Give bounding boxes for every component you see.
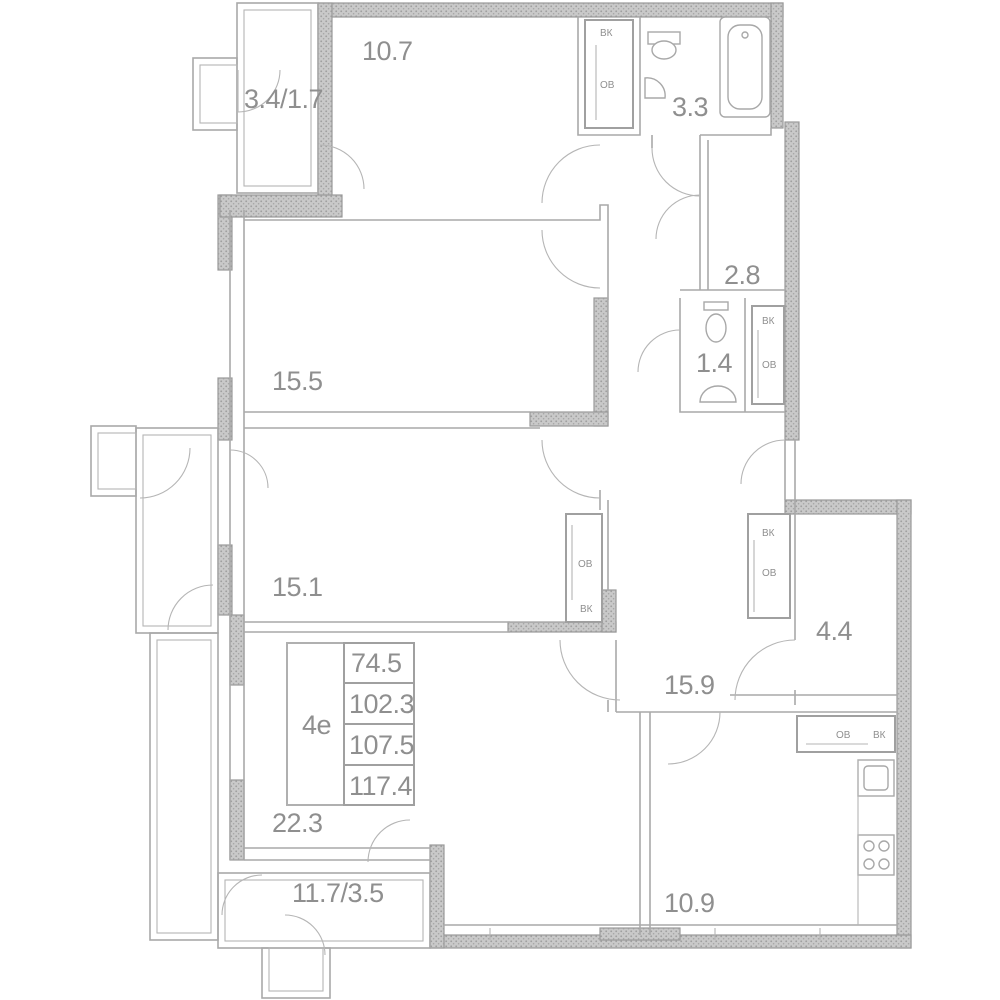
riser-kitchen: ОВ ВК [796,715,896,753]
area-with-loggia-full: 117.4 [349,771,413,801]
bedroom-1-area: 15.5 [272,366,323,396]
doors [139,69,796,956]
room-labels: 10.7 3.4/1.7 3.3 2.8 1.4 15.5 15.1 15.9 … [244,36,853,918]
riser-ov-label: ОВ [600,80,615,91]
riser-hall: ВК ОВ [747,513,791,619]
riser-ov-label: ОВ [762,568,777,579]
riser-bedroom: ОВ ВК [565,513,603,623]
loggia-area-bottom: 11.7/3.5 [292,878,384,908]
loggia-area-top: 3.4/1.7 [244,84,323,114]
area-with-loggia-reduced: 107.5 [349,730,414,760]
wc-area: 1.4 [696,348,733,378]
riser-ov-label: ОВ [578,559,593,570]
structural-walls [217,2,912,949]
interior-walls [229,17,897,940]
toilet-wc [703,301,729,343]
riser-ov-label: ОВ [836,730,851,741]
bathtub [719,16,771,118]
riser-vk-label: ВК [600,28,613,39]
room-area-top-left: 10.7 [362,36,413,66]
sink-wc [699,385,737,403]
hall-area: 15.9 [664,670,715,700]
riser-vk-label: ВК [762,316,775,327]
sink-bathroom [644,77,666,99]
kitchen-area: 10.9 [664,888,715,918]
riser-ov-label: ОВ [762,360,777,371]
riser-bathroom: ВК ОВ [584,19,634,129]
kitchen-sink [857,759,895,797]
storage-area: 4.4 [816,616,853,646]
bedroom-2-area: 15.1 [272,572,323,602]
riser-vk-label: ВК [873,730,886,741]
toilet-bathroom [647,31,681,60]
apartment-summary: 4e 74.5 102.3 107.5 117.4 [286,642,415,806]
riser-vk-label: ВК [762,528,775,539]
corridor-area: 2.8 [724,260,760,290]
apartment-type: 4e [302,710,331,740]
riser-vk-label: ВК [580,604,593,615]
riser-wc: ВК ОВ [751,305,785,405]
area-total: 102.3 [349,689,414,719]
kitchen-stove [857,834,895,876]
area-living: 74.5 [351,648,402,678]
living-room-area: 22.3 [272,808,323,838]
bathroom-area: 3.3 [672,92,708,122]
